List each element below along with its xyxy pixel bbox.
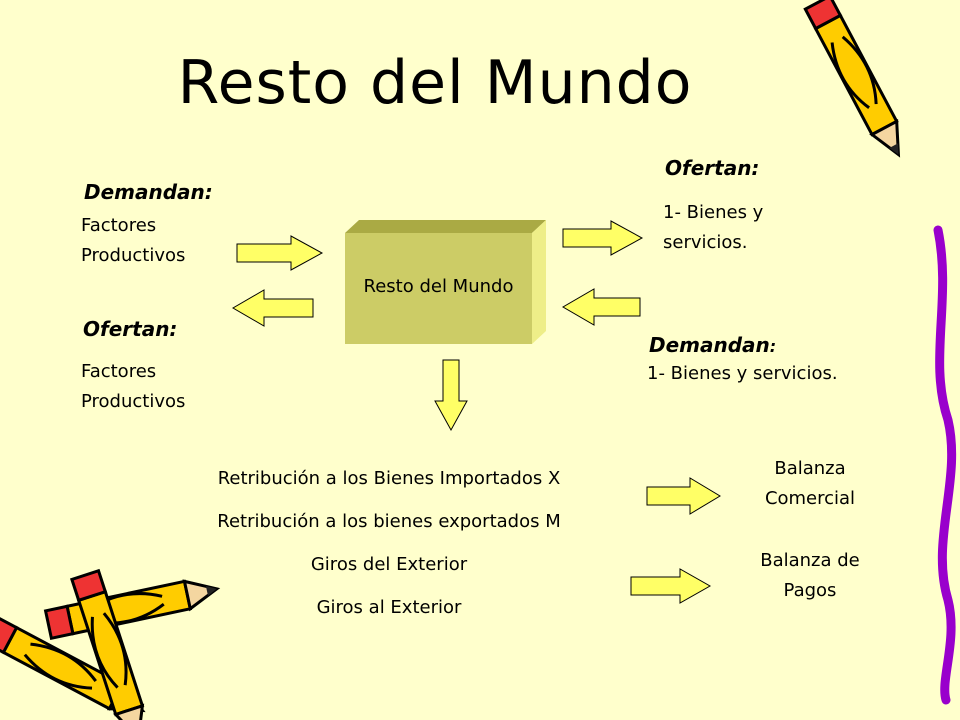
box-label: Resto del Mundo [363,276,514,297]
flows-list: Retribución a los Bienes Importados X Re… [160,457,618,629]
text-line: Productivos [81,245,186,266]
page-title: Resto del Mundo [177,48,693,118]
right-top-text: 1- Bienes y servicios. [663,198,763,258]
text-line: Factores [81,361,157,382]
left-bottom-text: Factores Productivos [81,357,185,417]
right-bottom-text: 1- Bienes y servicios. [647,359,838,389]
text-line: servicios. [663,232,748,253]
arrow-right-icon [646,477,721,515]
right-top-heading: Ofertan: [665,156,760,180]
arrow-left-icon [232,289,314,327]
text-line: Factores [81,215,157,236]
pencil-icon [803,0,913,163]
arrow-right-icon [236,235,324,271]
balanza-de-pagos: Balanza de Pagos [730,546,890,606]
right-bottom-heading: Demandan: [649,333,777,357]
text-line: 1- Bienes y [663,202,764,223]
flow-item: Retribución a los bienes exportados M [217,511,561,532]
arrow-left-icon [562,288,641,326]
arrow-down-icon [434,359,468,432]
arrow-right-icon [630,568,712,604]
left-top-heading: Demandan: [84,180,213,204]
left-bottom-heading: Ofertan: [83,317,178,341]
flow-item: Giros al Exterior [316,597,462,618]
text-line: Comercial [764,488,856,509]
text-line: 1- Bienes y servicios. [647,363,838,384]
flow-item: Retribución a los Bienes Importados X [217,468,561,489]
text-line: Pagos [783,580,837,601]
balanza-comercial: Balanza Comercial [730,454,890,514]
text-line: Balanza de [760,550,860,571]
text-line: Balanza [774,458,846,479]
text-line: Productivos [81,391,186,412]
decorative-border [933,225,957,705]
flow-item: Giros del Exterior [310,554,468,575]
arrow-right-icon [562,220,644,256]
left-top-text: Factores Productivos [81,211,185,271]
world-box [345,220,546,344]
